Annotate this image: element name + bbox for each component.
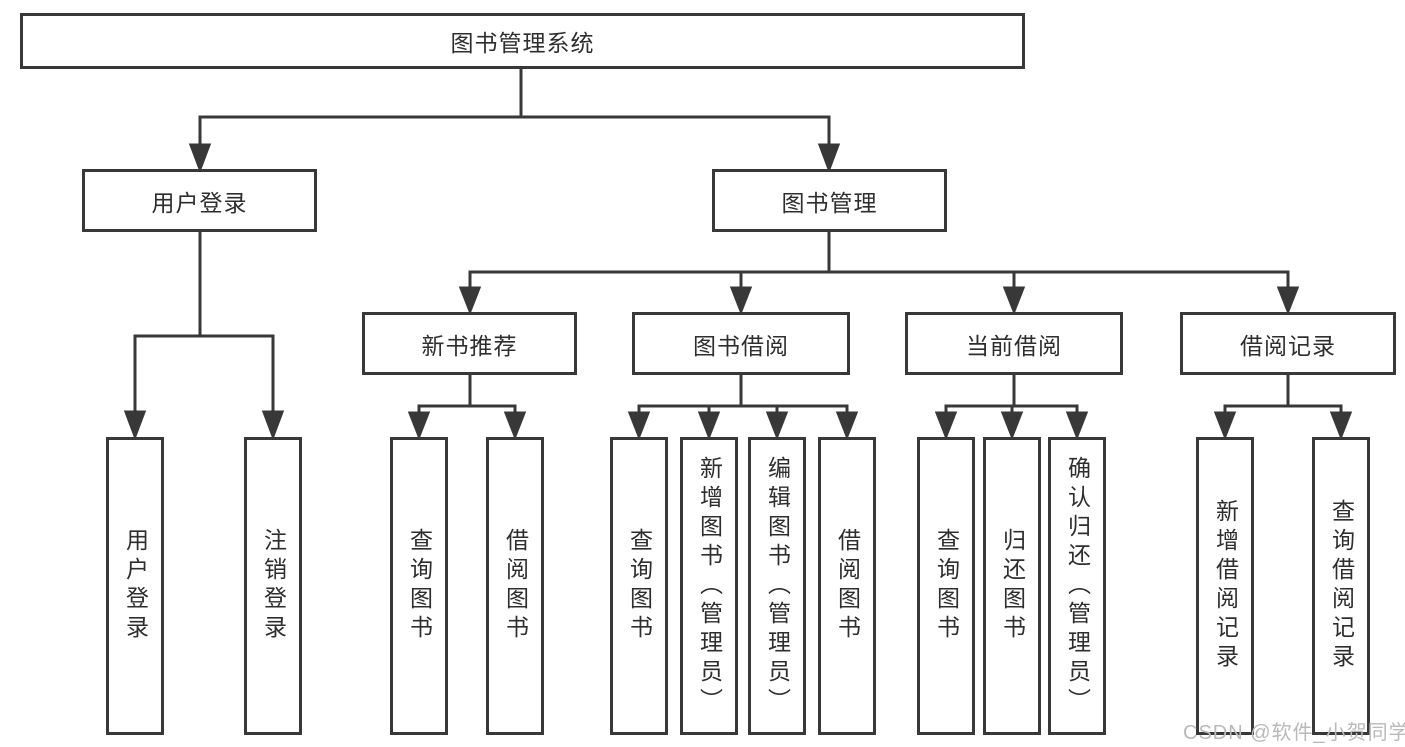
node-current-borrow-label: 当前借阅: [966, 332, 1062, 359]
leaf-borrow-book-2-label: 借阅图书: [834, 528, 861, 644]
arrow-down-icon: [729, 286, 753, 316]
leaf-add-borrow-record-label: 新增借阅记录: [1212, 499, 1239, 673]
leaf-borrow-book-1: 借阅图书: [486, 437, 544, 735]
arrow-down-icon: [458, 286, 482, 316]
node-book-borrow-label: 图书借阅: [693, 332, 789, 359]
watermark: CSDN @软件_小贺同学: [1183, 722, 1405, 744]
leaf-logout-login-label: 注销登录: [260, 528, 287, 644]
leaf-query-borrow-record: 查询借阅记录: [1312, 437, 1370, 735]
arrow-down-icon: [261, 410, 285, 441]
node-root-label: 图书管理系统: [450, 30, 595, 56]
arrow-down-icon: [407, 411, 431, 441]
leaf-add-book-admin: 新增图书（管理员）: [680, 437, 738, 735]
leaf-user-login: 用户登录: [106, 437, 164, 735]
leaf-return-book: 归还图书: [983, 437, 1041, 735]
arrow-down-icon: [1002, 286, 1026, 316]
leaf-borrow-book-2: 借阅图书: [818, 437, 876, 735]
leaf-query-borrow-record-label: 查询借阅记录: [1328, 499, 1355, 673]
arrow-down-icon: [765, 411, 789, 441]
node-borrow-records-label: 借阅记录: [1240, 332, 1336, 359]
arrow-down-icon: [934, 411, 958, 441]
leaf-confirm-return-admin: 确认归还（管理员）: [1048, 437, 1106, 735]
arrow-down-icon: [1329, 411, 1353, 441]
node-book-management-label: 图书管理: [781, 189, 878, 216]
node-root: 图书管理系统: [20, 13, 1025, 69]
leaf-confirm-return-admin-label: 确认归还（管理员）: [1064, 455, 1091, 717]
leaf-query-book-2: 查询图书: [610, 437, 668, 735]
leaf-query-book-1-label: 查询图书: [406, 528, 433, 644]
arrow-down-icon: [123, 410, 147, 441]
leaf-query-book-1: 查询图书: [390, 437, 448, 735]
arrow-down-icon: [1276, 286, 1300, 316]
leaf-query-book-2-label: 查询图书: [626, 528, 653, 644]
arrow-down-icon: [503, 411, 527, 441]
node-book-borrow: 图书借阅: [632, 312, 850, 375]
node-user-login: 用户登录: [82, 169, 317, 232]
node-new-book-recommend: 新书推荐: [362, 312, 577, 375]
node-borrow-records: 借阅记录: [1180, 312, 1396, 375]
leaf-query-book-3-label: 查询图书: [933, 528, 960, 644]
node-new-book-recommend-label: 新书推荐: [421, 332, 518, 359]
arrow-down-icon: [835, 411, 859, 441]
leaf-borrow-book-1-label: 借阅图书: [502, 528, 529, 644]
leaf-logout-login: 注销登录: [244, 437, 302, 735]
leaf-edit-book-admin-label: 编辑图书（管理员）: [764, 455, 791, 717]
leaf-user-login-label: 用户登录: [122, 528, 149, 644]
node-user-login-label: 用户登录: [151, 189, 248, 216]
node-current-borrow: 当前借阅: [905, 312, 1123, 375]
leaf-edit-book-admin: 编辑图书（管理员）: [748, 437, 806, 735]
leaf-return-book-label: 归还图书: [999, 528, 1026, 644]
node-book-management: 图书管理: [712, 169, 947, 232]
leaf-add-borrow-record: 新增借阅记录: [1196, 437, 1254, 735]
arrow-down-icon: [817, 143, 841, 174]
leaf-query-book-3: 查询图书: [917, 437, 975, 735]
arrow-down-icon: [1000, 411, 1024, 441]
arrow-down-icon: [697, 411, 721, 441]
leaf-add-book-admin-label: 新增图书（管理员）: [696, 455, 723, 717]
arrow-down-icon: [188, 143, 212, 174]
arrow-down-icon: [1065, 411, 1089, 441]
arrow-down-icon: [627, 411, 651, 441]
arrow-down-icon: [1213, 411, 1237, 441]
